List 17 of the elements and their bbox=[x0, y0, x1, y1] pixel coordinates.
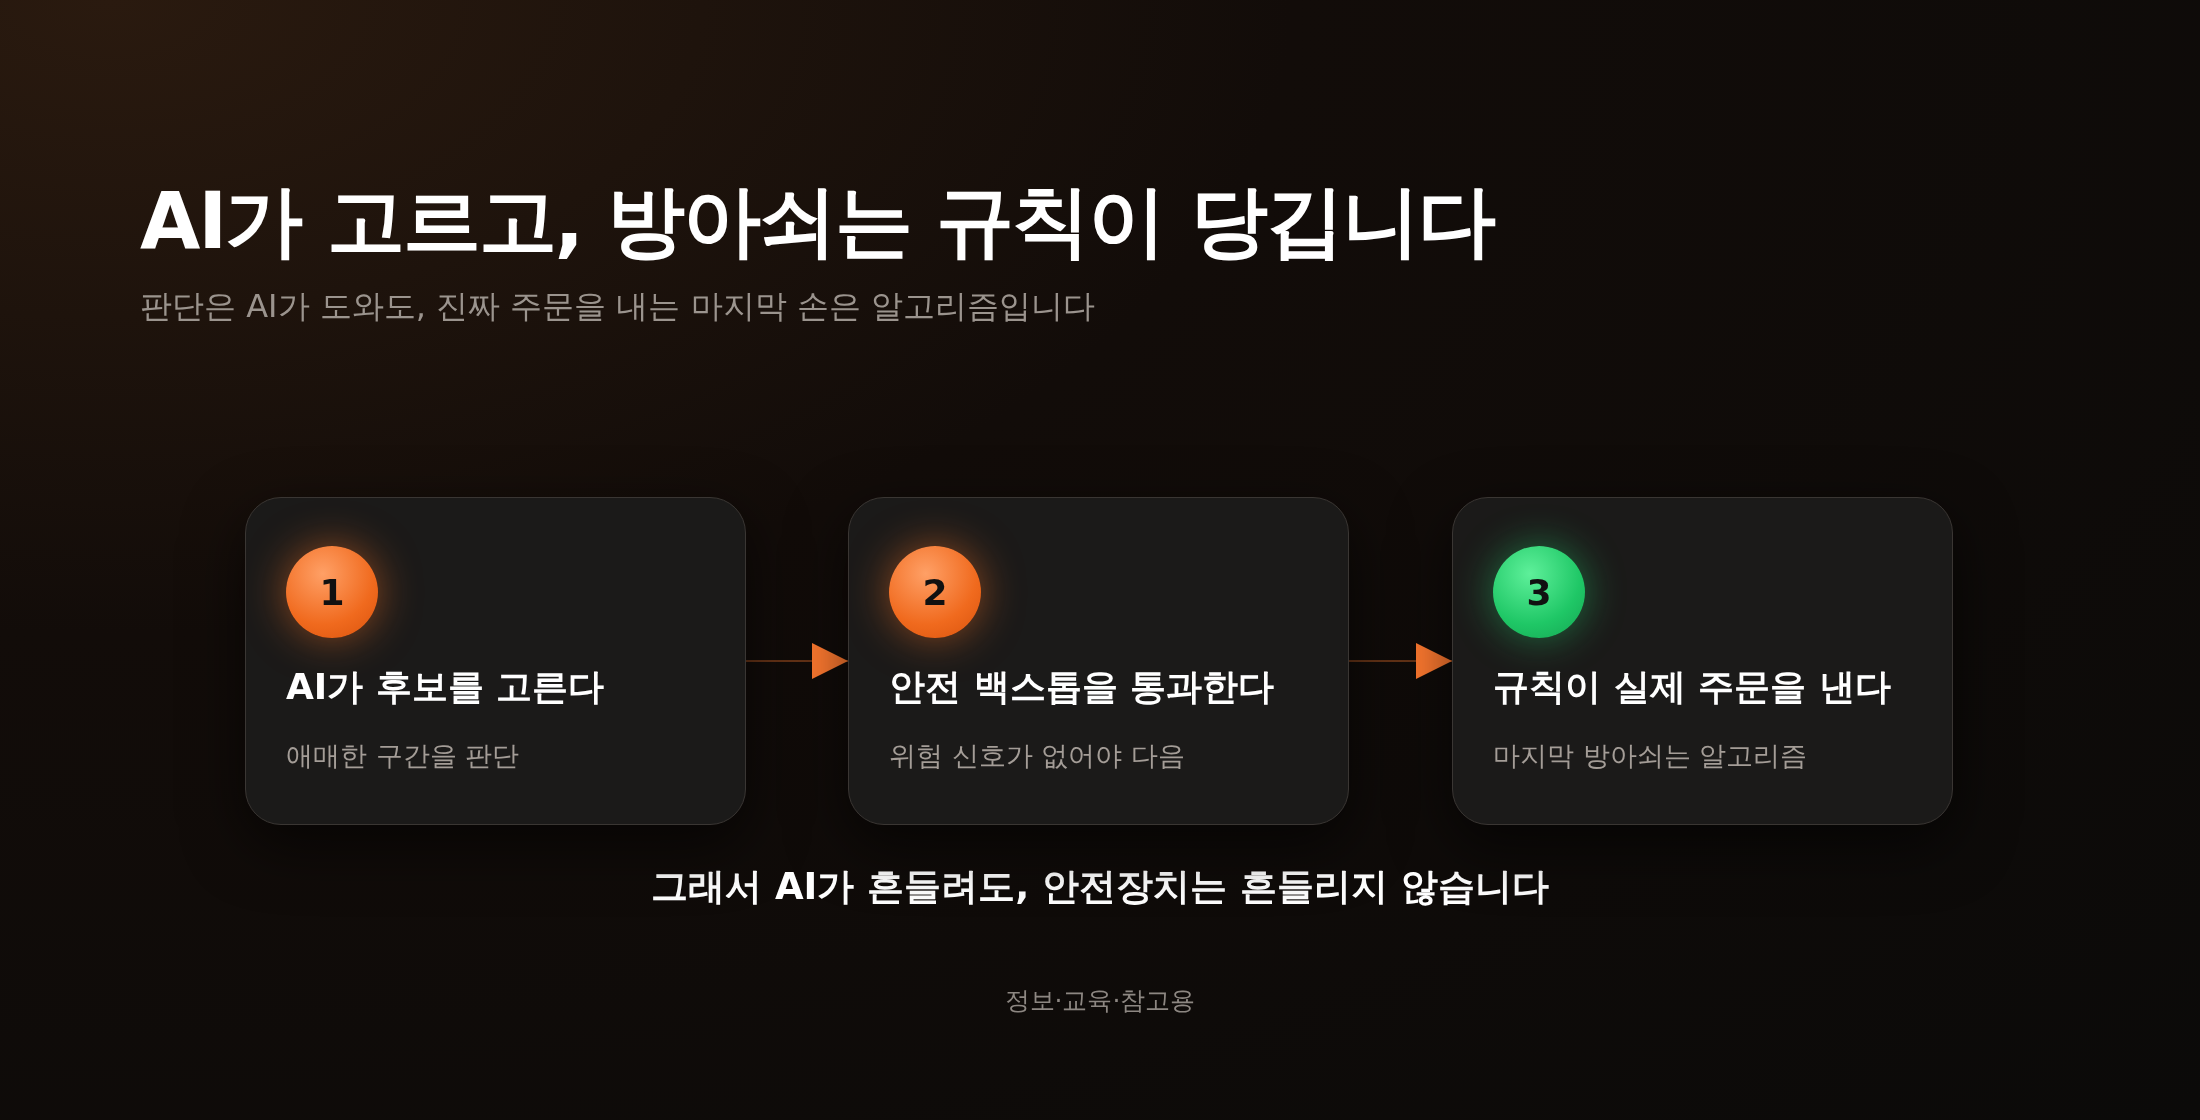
step-heading: 규칙이 실제 주문을 낸다 bbox=[1493, 665, 1891, 709]
step-number: 1 bbox=[286, 546, 378, 638]
step-number: 3 bbox=[1493, 546, 1585, 638]
step-heading: 안전 백스톱을 통과한다 bbox=[889, 665, 1275, 709]
footer-note: 정보·교육·참고용 bbox=[1004, 985, 1196, 1017]
title: AI가 고르고, 방아쇠는 규칙이 당깁니다 bbox=[140, 175, 1494, 268]
step-heading: AI가 후보를 고른다 bbox=[286, 665, 605, 709]
arrow bbox=[745, 643, 849, 679]
step-description: 애매한 구간을 판단 bbox=[286, 739, 520, 773]
step-number: 2 bbox=[889, 546, 981, 638]
step-description: 위험 신호가 없어야 다음 bbox=[889, 739, 1185, 773]
step-description: 마지막 방아쇠는 알고리즘 bbox=[1493, 739, 1808, 773]
summary-text: 그래서 AI가 흔들려도, 안전장치는 흔들리지 않습니다 bbox=[651, 864, 1549, 910]
subtitle: 판단은 AI가 도와도, 진짜 주문을 내는 마지막 손은 알고리즘입니다 bbox=[140, 286, 1095, 327]
step-card bbox=[848, 497, 1349, 825]
step-card bbox=[245, 497, 746, 825]
step-card bbox=[1452, 497, 1953, 825]
